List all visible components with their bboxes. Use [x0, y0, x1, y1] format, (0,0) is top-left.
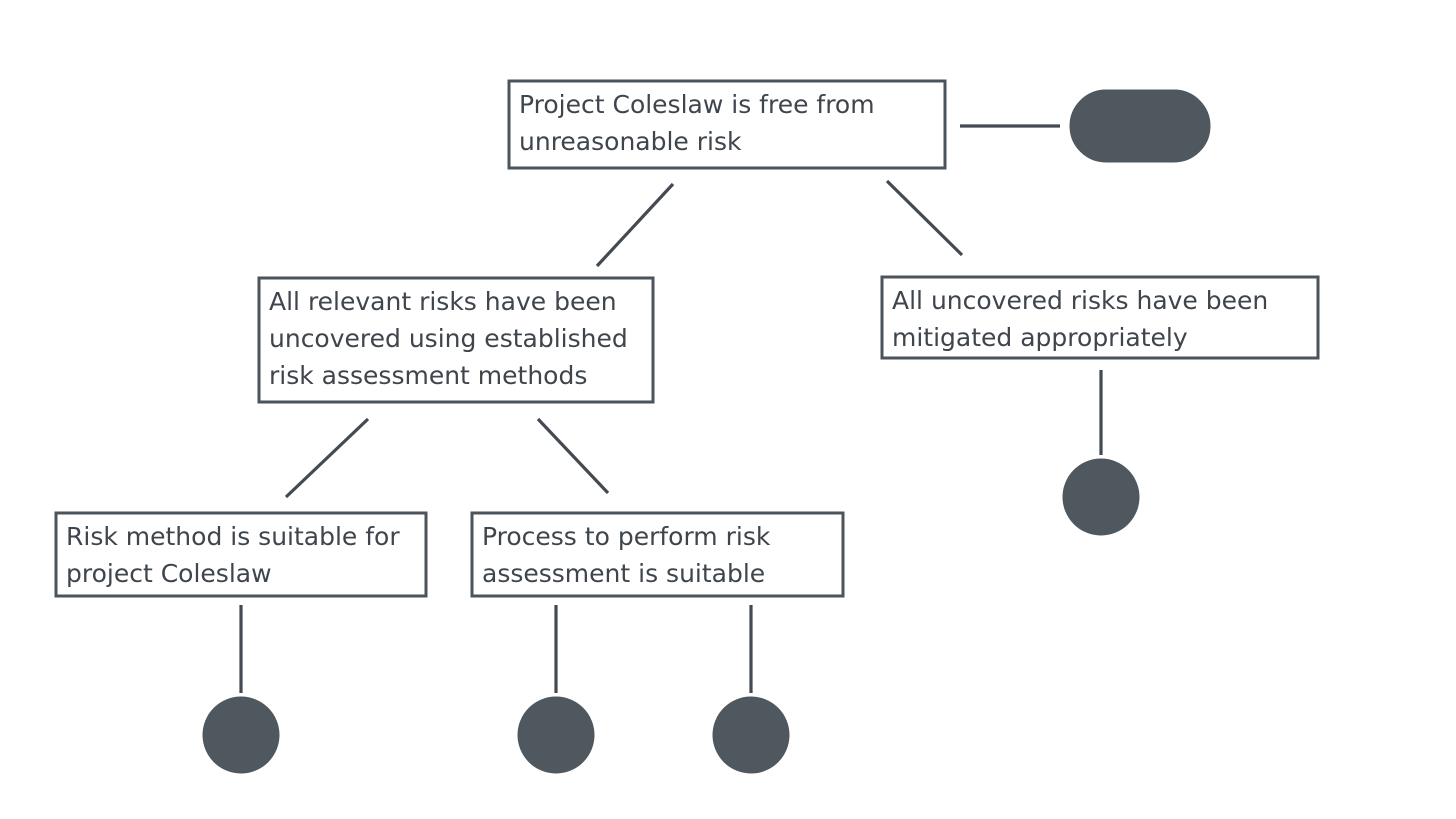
node-label-line: project Coleslaw: [66, 559, 272, 588]
node-label-line: Risk method is suitable for: [66, 522, 400, 551]
node-label-top-goal: Project Coleslaw is free from unreasonabl…: [519, 90, 875, 156]
node-label-leaf-goal-right: Process to perform risk assessment is sui…: [482, 522, 771, 588]
node-label-line: All uncovered risks have been: [892, 286, 1268, 315]
node-label-sub-goal-right: All uncovered risks have been mitigated a…: [892, 286, 1268, 352]
node-top-goal[interactable]: Project Coleslaw is free from unreasonabl…: [507, 79, 947, 170]
node-label-leaf-goal-left: Risk method is suitable for project Coles…: [66, 522, 400, 588]
node-shape-solution-two[interactable]: [517, 696, 595, 774]
node-label-line: Project Coleslaw is free from: [519, 90, 875, 119]
node-shape-solution-one[interactable]: [202, 696, 280, 774]
node-solution-three[interactable]: [712, 696, 790, 774]
connector-sub-goal-left-to-leaf-right: [536, 417, 610, 495]
node-shape-leaf-goal-left[interactable]: [54, 511, 428, 598]
node-shape-sub-goal-left[interactable]: [257, 276, 655, 404]
connector-top-goal-to-sub-goal-right: [885, 179, 964, 257]
connector-top-goal-to-sub-goal-left: [595, 182, 675, 268]
node-sub-goal-left[interactable]: All relevant risks have been uncovered us…: [257, 276, 655, 404]
node-shape-context-stadium[interactable]: [1069, 89, 1211, 163]
node-shape-solution-three[interactable]: [712, 696, 790, 774]
node-solution-right[interactable]: [1062, 458, 1140, 536]
node-shape-solution-right[interactable]: [1062, 458, 1140, 536]
node-leaf-goal-right[interactable]: Process to perform risk assessment is sui…: [470, 511, 845, 598]
connector-layer: [239, 124, 1103, 693]
node-label-line: Process to perform risk: [482, 522, 771, 551]
node-label-line: All relevant risks have been: [269, 287, 617, 316]
node-label-line: unreasonable risk: [519, 127, 742, 156]
node-label-line: assessment is suitable: [482, 559, 765, 588]
node-label-line: uncovered using established: [269, 324, 628, 353]
node-shape-leaf-goal-right[interactable]: [470, 511, 845, 598]
node-sub-goal-right[interactable]: All uncovered risks have been mitigated a…: [880, 275, 1320, 360]
connector-sub-goal-left-to-leaf-left: [284, 417, 370, 499]
node-label-sub-goal-left: All relevant risks have been uncovered us…: [269, 287, 628, 390]
node-layer: Project Coleslaw is free from unreasonabl…: [54, 79, 1320, 774]
node-shape-sub-goal-right[interactable]: [880, 275, 1320, 360]
node-leaf-goal-left[interactable]: Risk method is suitable for project Coles…: [54, 511, 428, 598]
node-context-stadium[interactable]: [1069, 89, 1211, 163]
node-shape-top-goal[interactable]: [507, 79, 947, 170]
node-solution-two[interactable]: [517, 696, 595, 774]
node-solution-one[interactable]: [202, 696, 280, 774]
node-label-line: mitigated appropriately: [892, 323, 1188, 352]
node-label-line: risk assessment methods: [269, 361, 587, 390]
